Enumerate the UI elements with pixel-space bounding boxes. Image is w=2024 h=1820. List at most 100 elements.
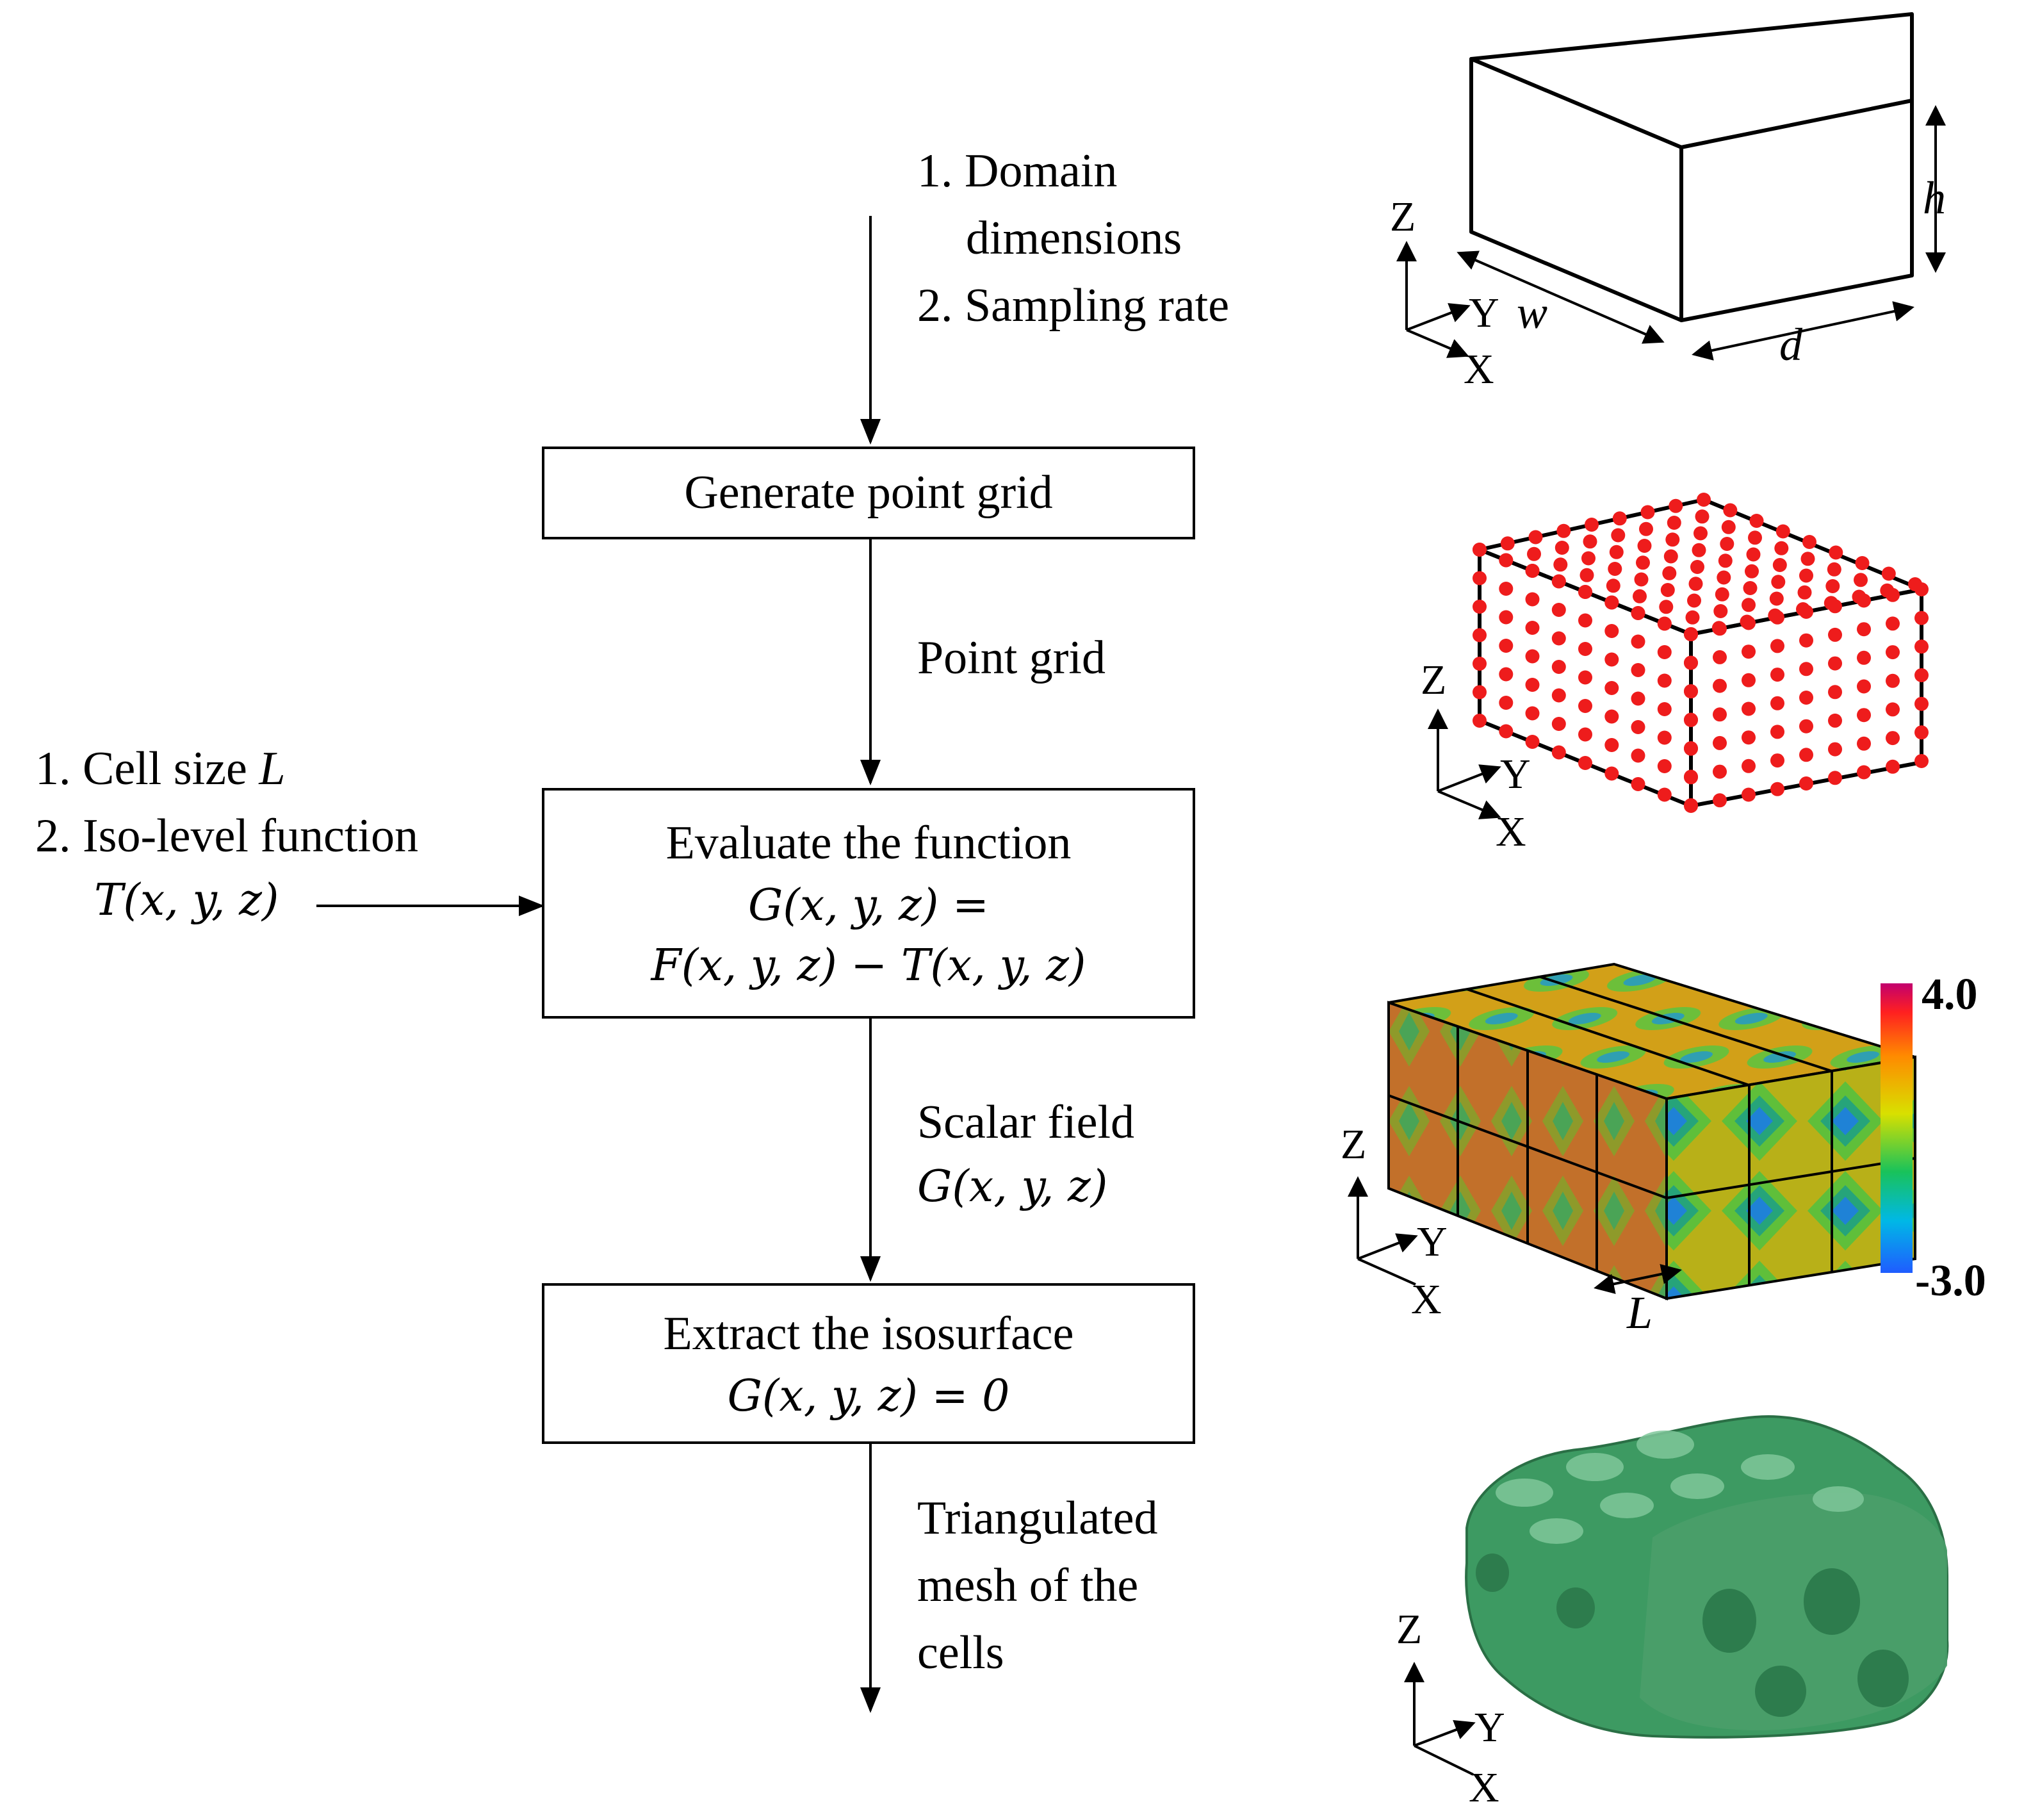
diagram-mark: [1476, 1554, 1509, 1592]
grid-point: [1578, 613, 1592, 628]
grid-point: [1770, 668, 1784, 682]
grid-point: [1684, 799, 1698, 813]
diagram-mark: [1406, 303, 1471, 331]
function-inputs-label: 1. Cell size L 2. Iso-level function T(x…: [35, 735, 418, 932]
diagram-mark: [1476, 1554, 1909, 1717]
grid-point: [1604, 624, 1619, 638]
grid-point: [1742, 598, 1756, 612]
grid-point: [1499, 553, 1514, 568]
diagram-mark: [1755, 1666, 1806, 1717]
colorbar: [1881, 983, 1913, 1273]
grid-point: [1657, 702, 1672, 716]
grid-point: [1857, 736, 1871, 751]
grid-point: [1799, 719, 1813, 734]
axis-triad-1: [1396, 241, 1471, 358]
grid-point: [1473, 714, 1487, 728]
grid-point: [1631, 691, 1645, 706]
grid-point: [1555, 541, 1569, 555]
diagram-mark: [1666, 1157, 1916, 1199]
mesh-illustration: [1465, 1415, 1949, 1739]
grid-point: [1886, 587, 1900, 602]
step-label: Generate point grid: [684, 466, 1053, 520]
grid-point: [1749, 514, 1764, 528]
generate-point-grid-box: Generate point grid: [542, 447, 1195, 539]
grid-point: [1688, 577, 1703, 591]
grid-point: [1713, 650, 1727, 664]
grid-point: [1800, 552, 1815, 566]
grid-point: [1578, 727, 1592, 742]
mesh-text-line-2: mesh of the: [917, 1559, 1139, 1612]
grid-point: [1854, 573, 1868, 587]
grid-point: [1713, 735, 1727, 750]
dimension-w-label: w: [1517, 287, 1547, 338]
equation-line-1: G(x, y, z) =: [748, 880, 989, 931]
grid-point: [1771, 575, 1786, 589]
grid-point: [1797, 585, 1812, 600]
grid-point: [1742, 758, 1756, 773]
grid-point: [1775, 524, 1790, 539]
dimension-d-label: d: [1779, 319, 1803, 370]
grid-point: [1828, 685, 1842, 700]
colorbar-min-label: -3.0: [1915, 1256, 1986, 1306]
diagram-mark: [1437, 764, 1501, 792]
input-iso-level-function: 2. Iso-level function: [35, 810, 418, 863]
grid-point: [1770, 696, 1784, 710]
grid-point: [1525, 678, 1540, 692]
grid-point: [1742, 644, 1756, 659]
domain-inputs-label: 1. Domain dimensions 2. Sampling rate: [917, 138, 1229, 340]
scalar-field-text: Scalar field: [917, 1096, 1134, 1149]
grid-point: [1685, 610, 1700, 625]
grid-point: [1693, 526, 1708, 541]
grid-point: [1608, 562, 1622, 576]
grid-point: [1499, 667, 1514, 682]
extract-isosurface-box: Extract the isosurface G(x, y, z) = 0: [542, 1283, 1195, 1444]
grid-point: [1886, 673, 1900, 688]
cell-size-variable: L: [259, 742, 286, 795]
grid-point: [1473, 600, 1487, 614]
grid-point: [1748, 530, 1762, 545]
diagram-mark: [1804, 1568, 1860, 1635]
grid-point: [1551, 603, 1566, 617]
grid-point: [1669, 498, 1683, 513]
grid-point: [1799, 662, 1813, 676]
grid-point: [1637, 539, 1652, 553]
mesh-text-line-3: cells: [917, 1627, 1004, 1680]
grid-point: [1828, 771, 1842, 785]
grid-point: [1611, 528, 1626, 543]
grid-point: [1746, 547, 1761, 562]
grid-point: [1687, 593, 1701, 608]
grid-point: [1473, 543, 1487, 557]
grid-point: [1604, 738, 1619, 752]
grid-points: [1473, 493, 1929, 813]
grid-point: [1914, 611, 1929, 625]
grid-point: [1769, 591, 1784, 606]
grid-point: [1604, 709, 1619, 724]
equation-line-2: F(x, y, z) − T(x, y, z): [651, 940, 1086, 992]
grid-point: [1657, 730, 1672, 745]
grid-point: [1583, 534, 1597, 549]
grid-point: [1631, 777, 1645, 791]
dimension-h-label: h: [1923, 172, 1946, 224]
mesh-output-label: Triangulated mesh of the cells: [917, 1485, 1157, 1687]
cell-size-arrow: [1594, 1264, 1682, 1294]
grid-point: [1578, 756, 1592, 770]
grid-point: [1499, 639, 1514, 653]
grid-point: [1657, 616, 1672, 631]
grid-point: [1551, 745, 1566, 760]
grid-point: [1525, 649, 1540, 664]
grid-point: [1881, 566, 1896, 581]
axis-y-label: Y: [1417, 1218, 1448, 1265]
diagram-mark: [1437, 790, 1501, 819]
grid-point: [1684, 627, 1698, 641]
grid-point: [1715, 587, 1729, 602]
grid-point: [1827, 562, 1841, 577]
grid-point: [1604, 652, 1619, 667]
diagram-mark: [1496, 1479, 1553, 1507]
grid-point: [1695, 509, 1710, 524]
grid-point: [1578, 642, 1592, 656]
grid-point: [1857, 708, 1871, 723]
diagram-mark: [1466, 988, 1750, 1086]
grid-point: [1770, 610, 1784, 625]
grid-point: [1604, 595, 1619, 610]
grid-point: [1886, 645, 1900, 660]
